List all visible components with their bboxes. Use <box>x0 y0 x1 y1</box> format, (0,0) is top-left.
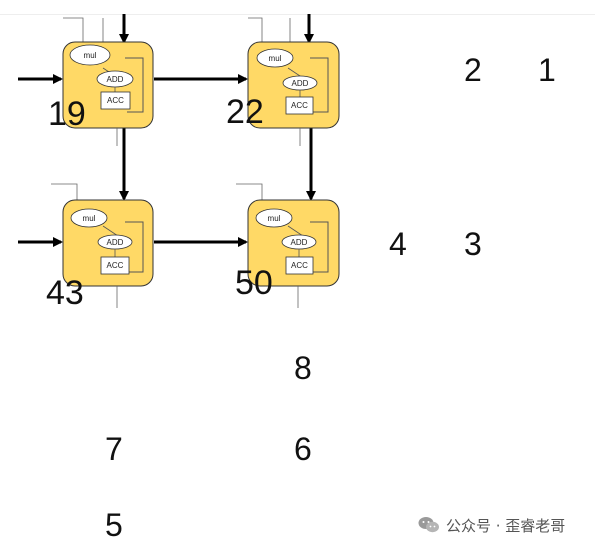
pe-bottom-left: mul ADD ACC <box>51 183 154 308</box>
acc-value-pe-bottom-left: 43 <box>46 274 84 312</box>
watermark-text: 公众号 · 歪睿老哥 <box>446 516 566 535</box>
acc-unit <box>285 256 314 275</box>
mul-unit <box>255 208 293 228</box>
add-label: ADD <box>291 238 308 247</box>
watermark: 公众号 · 歪睿老哥 <box>418 515 565 535</box>
queue-right-mid-a: 4 <box>389 226 407 262</box>
mul-label: mul <box>83 214 96 223</box>
top-bar <box>0 0 595 15</box>
add-label: ADD <box>107 238 124 247</box>
acc-label: ACC <box>291 261 308 270</box>
pe-bottom-right: mul ADD ACC <box>236 183 340 308</box>
wechat-icon <box>418 517 439 533</box>
acc-value-pe-top-left: 19 <box>48 95 86 133</box>
pe-top-right: mul ADD ACC <box>247 17 340 146</box>
queue-bottom-col2-a: 8 <box>294 350 312 386</box>
acc-unit <box>100 91 131 110</box>
acc-label: ACC <box>107 261 124 270</box>
queue-bottom-col2-b: 6 <box>294 431 312 467</box>
acc-label: ACC <box>291 101 308 110</box>
acc-label: ACC <box>107 96 124 105</box>
queue-bottom-col1-a: 7 <box>105 431 123 467</box>
pe-top-left: mul ADD ACC <box>62 17 154 146</box>
queue-bottom-col1-b: 5 <box>105 507 123 543</box>
mul-unit <box>256 48 294 68</box>
mul-label: mul <box>268 214 281 223</box>
queue-right-top-a: 2 <box>464 52 482 88</box>
add-label: ADD <box>107 75 124 84</box>
mul-unit <box>69 44 111 66</box>
acc-unit <box>285 96 314 115</box>
mul-label: mul <box>84 51 97 60</box>
acc-value-pe-top-right: 22 <box>226 93 264 131</box>
acc-unit <box>100 256 130 275</box>
acc-value-pe-bottom-right: 50 <box>235 264 273 302</box>
mul-unit <box>70 208 108 228</box>
queue-right-top-b: 1 <box>538 52 556 88</box>
queue-right-mid-b: 3 <box>464 226 482 262</box>
mul-label: mul <box>269 54 282 63</box>
add-label: ADD <box>292 79 309 88</box>
